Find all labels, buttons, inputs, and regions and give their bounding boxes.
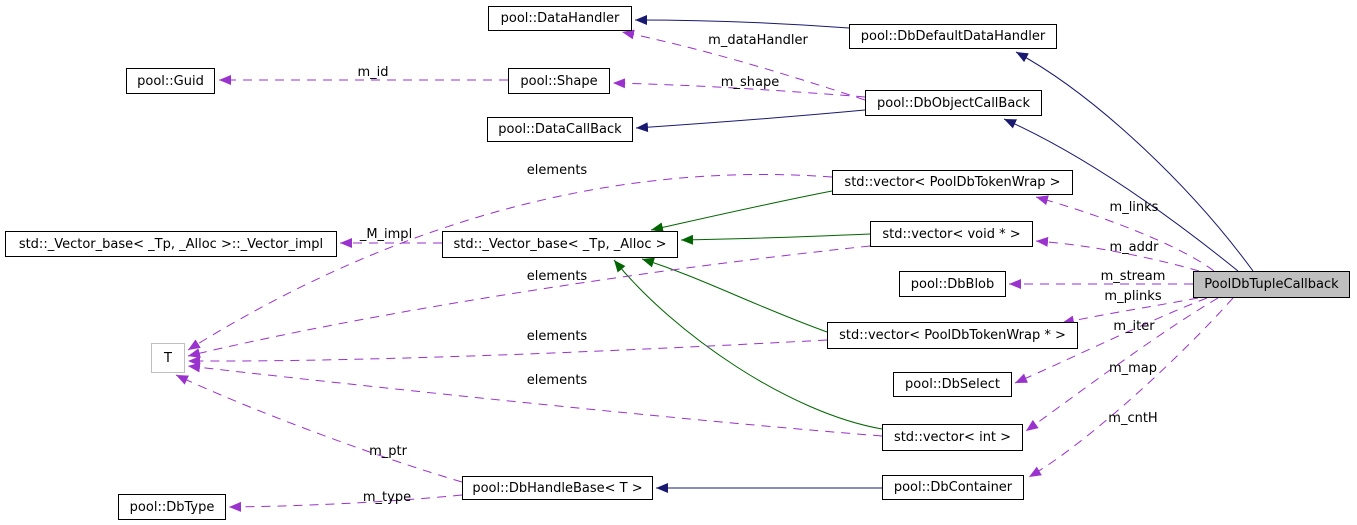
edge-inherit-dbdefaultdatahandler-datahandler [634,15,850,29]
node-pool-dbblob[interactable]: pool::DbBlob [899,271,1006,297]
node-pool-dbdefaultdatahandler[interactable]: pool::DbDefaultDataHandler [849,24,1057,49]
node-pool-dbhandlebase[interactable]: pool::DbHandleBase< T > [462,476,653,500]
edge-usage-m-links [1035,195,1215,272]
edge-label-m-datahandler: m_dataHandler [708,33,808,48]
edge-inherit-tuplecallback-dbdefaultdatahandler [1015,51,1254,272]
edge-inherit-tuplecallback-dbobjectcallback [1003,118,1239,272]
node-pool-guid[interactable]: pool::Guid [126,68,215,94]
node-pool-shape[interactable]: pool::Shape [508,68,610,94]
edge-label-m-links: m_links [1109,200,1159,215]
edge-usage-elements-tokenwrap-t [187,174,833,351]
edge-inherit-vectortokenwrapptr-vectorbase [641,257,828,333]
node-std-vector-int[interactable]: std::vector< int > [882,424,1023,451]
edge-label-m-plinks: m_plinks [1104,289,1162,304]
node-std-vector-void-ptr[interactable]: std::vector< void * > [870,221,1033,247]
node-std-vector-base-vector-impl[interactable]: std::_Vector_base< _Tp, _Alloc >::_Vecto… [5,231,337,257]
edge-usage-m-map [1025,297,1219,432]
edge-label-m-iter: m_iter [1113,319,1155,334]
edge-label-m-shape: m_shape [720,75,780,90]
edge-usage-m-datahandler [621,29,866,101]
edge-usage-elements-int-t [187,362,883,437]
edge-label-elements-4: elements [526,373,588,388]
node-pool-dbtype[interactable]: pool::DbType [118,494,226,520]
edge-usage-m-addr [1035,236,1200,272]
edge-label-elements-3: elements [526,329,588,344]
edge-inherit-vectortokenwrap-vectorbase [650,190,833,233]
edge-inherit-dbobjectcallback-datacallback [635,109,866,133]
node-pool-dbselect[interactable]: pool::DbSelect [893,372,1012,397]
node-std-vector-base[interactable]: std::_Vector_base< _Tp, _Alloc > [442,231,678,258]
edge-usage-elements-tokenwrapptr-t [187,339,828,367]
node-template-param-t: T [151,343,185,373]
node-pool-dbcontainer[interactable]: pool::DbContainer [882,475,1024,500]
edge-label-elements-2: elements [526,269,588,284]
edge-usage-m-ptr [175,374,463,483]
edge-usage-m-type [228,494,463,512]
edge-label-m-cnth: m_cntH [1108,411,1158,426]
node-pooldbtuplecallback-current: PoolDbTupleCallback [1193,271,1350,298]
node-pool-datahandler[interactable]: pool::DataHandler [488,6,632,31]
edge-label-elements-1: elements [526,163,588,178]
edge-usage-m-plinks [1061,297,1199,326]
edge-label-m-id: m_id [357,65,389,80]
edge-label-m-ptr: m_ptr [369,444,407,459]
node-pool-dbobjectcallback[interactable]: pool::DbObjectCallBack [865,90,1042,116]
edge-label-m-stream: m_stream [1100,269,1166,284]
node-pool-datacallback[interactable]: pool::DataCallBack [487,117,633,142]
edge-label-m-impl: _M_impl [359,227,413,242]
node-std-vector-pooldbtokenwrap[interactable]: std::vector< PoolDbTokenWrap > [832,170,1073,195]
edge-label-m-addr: m_addr [1109,240,1159,255]
node-std-vector-pooldbtokenwrap-ptr[interactable]: std::vector< PoolDbTokenWrap * > [827,322,1078,349]
edge-usage-m-cnth [1028,297,1234,478]
edge-label-m-type: m_type [362,490,412,505]
edge-inherit-vectorvoid-vectorbase [680,233,871,245]
edge-label-m-map: m_map [1108,361,1158,376]
edge-usage-m-iter [1014,297,1208,384]
edge-inherit-vectorint-vectorbase [613,259,883,430]
